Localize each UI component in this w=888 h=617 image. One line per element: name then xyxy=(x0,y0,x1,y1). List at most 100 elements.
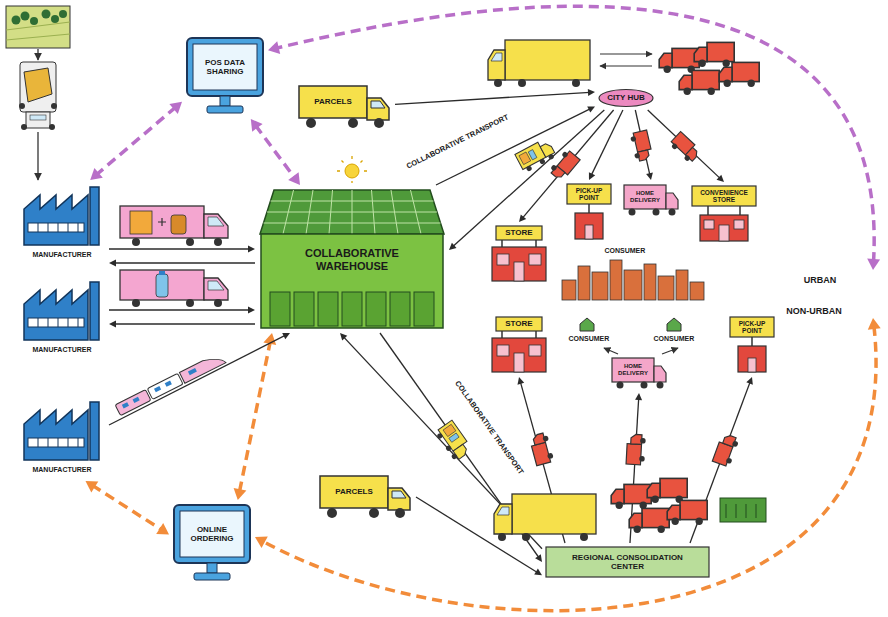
connector-line xyxy=(114,262,255,263)
illustration-part xyxy=(299,86,367,118)
illustration-part xyxy=(497,345,509,356)
illustration-part xyxy=(592,272,608,300)
arrowhead xyxy=(518,377,525,385)
illustration-part xyxy=(654,366,666,382)
illustration-part xyxy=(529,345,541,356)
illustration-part xyxy=(24,195,88,245)
illustration-part xyxy=(617,382,624,389)
illustration-part xyxy=(28,318,84,327)
illustration-part xyxy=(629,130,653,162)
annotation-label: CONSUMER xyxy=(569,335,610,343)
illustration-part xyxy=(132,238,140,246)
illustration-part xyxy=(306,118,316,128)
connector-line xyxy=(92,485,163,530)
illustration-part xyxy=(204,278,228,300)
connector-line xyxy=(522,110,613,218)
arrowhead xyxy=(867,259,880,270)
illustration-part xyxy=(156,274,168,297)
illustration-part xyxy=(115,390,151,416)
illustration-part xyxy=(159,271,165,275)
connector-line xyxy=(591,110,623,176)
illustration-part xyxy=(657,382,664,389)
illustration-part xyxy=(120,270,204,300)
illustration-part xyxy=(207,563,217,573)
node-text: ONLINE ORDERING xyxy=(180,511,244,557)
illustration-part xyxy=(294,292,314,326)
illustration-part xyxy=(12,16,21,25)
illustration-part xyxy=(26,112,50,128)
illustration-part xyxy=(575,213,603,239)
home-delivery: HOME DELIVERY xyxy=(622,183,680,217)
illustration-part xyxy=(669,209,676,216)
illustration-part xyxy=(194,573,230,580)
illustration-part xyxy=(585,225,593,239)
illustration-part xyxy=(719,225,729,241)
arrowhead xyxy=(868,318,881,330)
illustration-part xyxy=(38,438,78,447)
connector-line xyxy=(109,248,250,249)
node-text: URBAN xyxy=(792,273,848,287)
train xyxy=(115,352,226,416)
parcel-truck-shape xyxy=(297,84,392,130)
arrowhead xyxy=(251,119,263,132)
node-text: STORE xyxy=(496,317,542,331)
illustration-part xyxy=(414,292,434,326)
illustration-part xyxy=(388,488,410,510)
illustration-part xyxy=(30,17,38,25)
illustration-part xyxy=(24,290,88,340)
manufacturer: MANUFACTURER xyxy=(18,278,106,358)
illustration-part xyxy=(562,280,576,300)
illustration-part xyxy=(496,317,542,331)
home-delivery: HOME DELIVERY xyxy=(610,356,668,390)
illustration-part xyxy=(567,184,611,204)
connector xyxy=(648,110,724,182)
node-text: PICK-UP POINT xyxy=(567,184,611,204)
illustration-part xyxy=(739,206,741,215)
illustration-part xyxy=(261,234,443,328)
monitor: POS DATA SHARING xyxy=(185,36,265,116)
forest-field xyxy=(6,6,70,60)
illustration-part xyxy=(488,50,505,80)
node-text: CITY HUB xyxy=(602,91,650,105)
arrowhead xyxy=(282,333,290,339)
illustration-part xyxy=(122,402,129,408)
illustration-part xyxy=(491,53,502,61)
connector-line xyxy=(648,110,721,179)
arrowhead xyxy=(86,481,99,492)
node-text: COLLABORATIVE WAREHOUSE xyxy=(268,242,436,278)
connector xyxy=(251,119,300,185)
illustration-part xyxy=(497,254,509,265)
illustration-part xyxy=(327,508,337,518)
pick-up-point: PICK-UP POINT xyxy=(565,183,613,241)
illustration-part xyxy=(28,223,84,232)
store: STORE xyxy=(488,225,550,283)
illustration-part xyxy=(345,164,359,178)
convenience-store: CONVENIENCE STORE xyxy=(690,185,758,241)
arrowhead xyxy=(519,214,526,222)
illustration-part xyxy=(342,292,362,326)
illustration-part xyxy=(186,299,194,307)
manufacturer: MANUFACTURER xyxy=(18,398,106,478)
node-text: PARCELS xyxy=(299,86,367,118)
arrowhead xyxy=(717,175,725,182)
illustration-part xyxy=(535,331,537,338)
illustration-part xyxy=(662,348,678,354)
illustration-part xyxy=(38,318,78,327)
node-text: STORE xyxy=(496,226,542,240)
arrowhead xyxy=(248,246,255,253)
illustration-part xyxy=(24,410,88,460)
arrowhead xyxy=(156,523,169,534)
illustration-part xyxy=(179,352,225,383)
illustration-part xyxy=(546,547,709,577)
parcel-truck-shape xyxy=(318,474,413,520)
illustration-part xyxy=(208,217,224,226)
node-text: PARCELS xyxy=(320,476,388,508)
arrowhead xyxy=(635,393,642,400)
connector xyxy=(109,321,255,328)
arrowhead xyxy=(589,172,595,180)
illustration-part xyxy=(707,206,709,215)
hub-trucks xyxy=(488,40,759,95)
illustration-part xyxy=(37,132,38,180)
annotation-label: COLLABORATIVE TRANSPORT xyxy=(453,378,526,475)
illustration-part xyxy=(367,98,389,120)
